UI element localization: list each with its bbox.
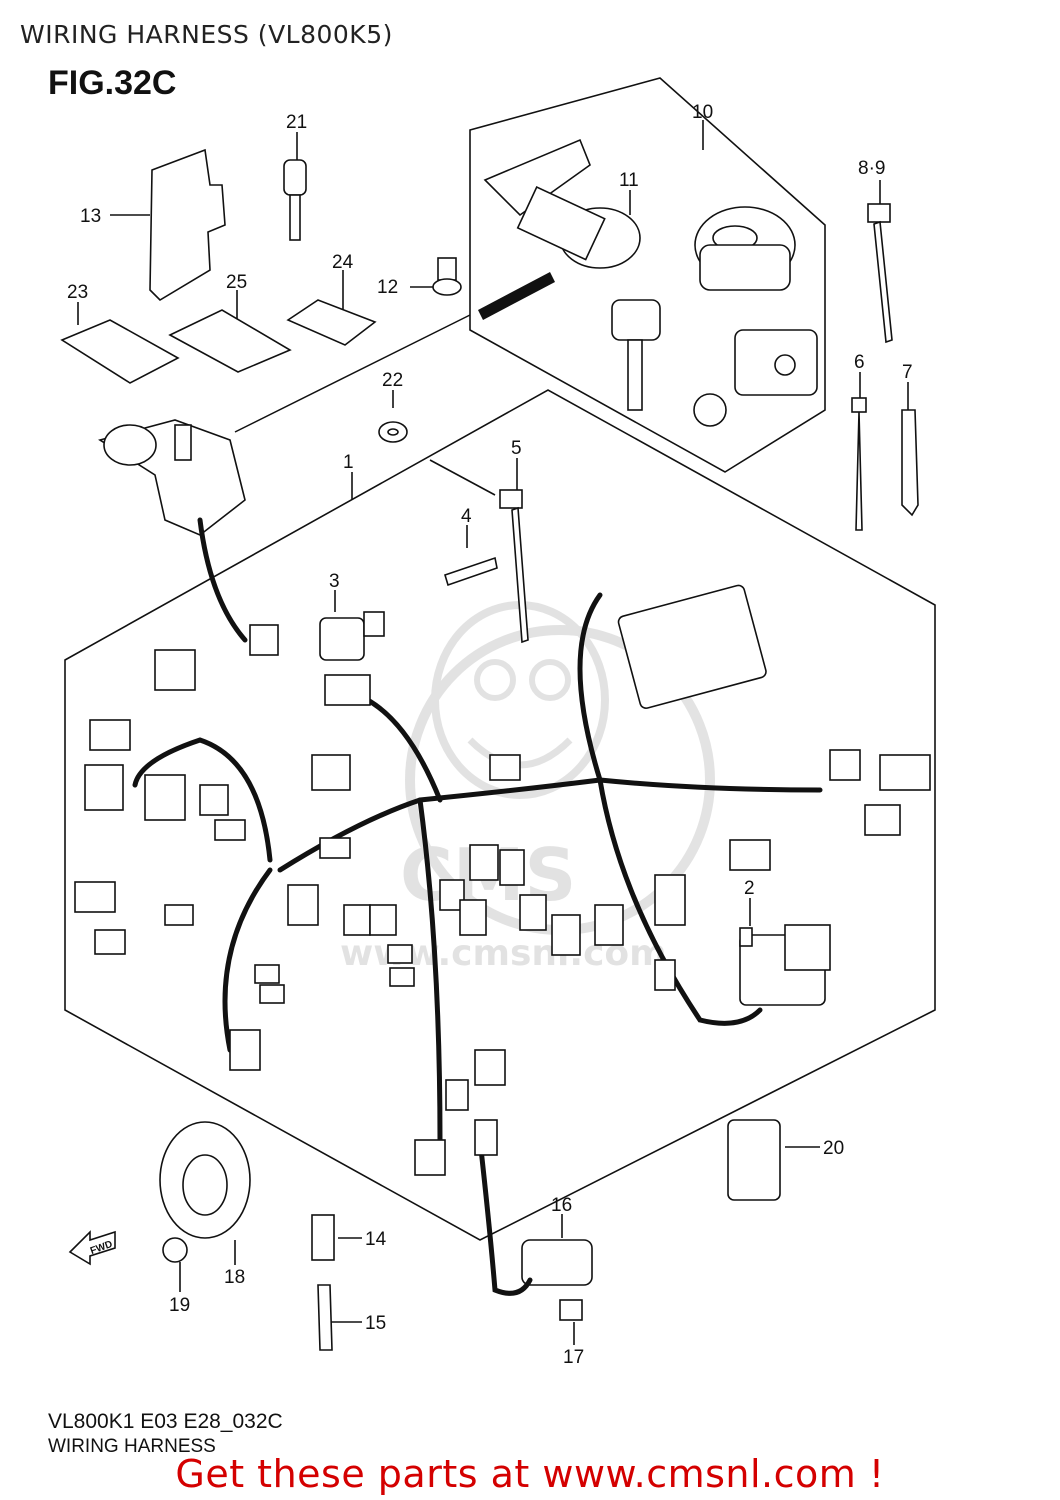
call-to-action-link[interactable]: Get these parts at www.cmsnl.com ! bbox=[175, 1452, 885, 1496]
callout-20: 20 bbox=[823, 1138, 844, 1159]
callout-5: 5 bbox=[511, 438, 522, 459]
diagram-name: WIRING HARNESS bbox=[48, 1436, 216, 1457]
callout-2: 2 bbox=[744, 878, 755, 899]
callout-18: 18 bbox=[224, 1267, 245, 1288]
plate-13 bbox=[149, 148, 226, 302]
ecu-connector bbox=[617, 584, 767, 709]
callout-13: 13 bbox=[80, 206, 101, 227]
tie-6 bbox=[851, 397, 867, 413]
sensor-5 bbox=[499, 489, 523, 509]
diagram-code: VL800K1 E03 E28_032C bbox=[48, 1410, 283, 1433]
harness-connectors bbox=[74, 624, 931, 1176]
clamp-7 bbox=[901, 409, 919, 517]
callout-15: 15 bbox=[365, 1313, 386, 1334]
plug-3 bbox=[319, 617, 365, 661]
callout-16: 16 bbox=[551, 1195, 572, 1216]
pad-24 bbox=[286, 299, 377, 346]
callout-4: 4 bbox=[461, 506, 472, 527]
key-21 bbox=[283, 159, 307, 196]
callout-1: 1 bbox=[343, 452, 354, 473]
relay-20 bbox=[727, 1119, 781, 1201]
pad-23 bbox=[60, 319, 180, 384]
callout-3: 3 bbox=[329, 571, 340, 592]
callout-23: 23 bbox=[67, 282, 88, 303]
callout-24: 24 bbox=[332, 252, 354, 273]
callout-14: 14 bbox=[365, 1229, 387, 1250]
page-title: WIRING HARNESS (VL800K5) bbox=[20, 20, 393, 49]
ignition-switch-11 bbox=[483, 138, 591, 217]
callout-7: 7 bbox=[902, 362, 913, 383]
ignition-kit-outline bbox=[469, 77, 826, 473]
spring-15 bbox=[317, 1284, 333, 1351]
callout-11: 11 bbox=[619, 170, 639, 191]
switch-14 bbox=[311, 1214, 335, 1261]
callout-22: 22 bbox=[382, 370, 403, 391]
fuse-2 bbox=[739, 927, 753, 947]
clip-4 bbox=[444, 556, 498, 587]
sensor-16 bbox=[521, 1239, 593, 1286]
callout-21: 21 bbox=[286, 112, 307, 133]
bolt-17 bbox=[559, 1299, 583, 1321]
callout-25: 25 bbox=[226, 272, 247, 293]
callout-8-9: 8·9 bbox=[858, 158, 885, 179]
fwd-arrow-icon bbox=[68, 1230, 116, 1266]
figure-label: FIG.32C bbox=[48, 64, 177, 102]
callout-17: 17 bbox=[563, 1347, 584, 1368]
bolt-12 bbox=[437, 257, 457, 281]
callout-19: 19 bbox=[169, 1295, 190, 1316]
harness-outline bbox=[64, 389, 936, 1241]
bolt-19 bbox=[162, 1237, 188, 1263]
callout-10: 10 bbox=[692, 102, 713, 123]
callout-6: 6 bbox=[854, 352, 865, 373]
key-set bbox=[611, 299, 661, 341]
clamp-8-9 bbox=[867, 203, 891, 223]
callout-12: 12 bbox=[377, 277, 398, 298]
pad-25 bbox=[168, 309, 292, 373]
